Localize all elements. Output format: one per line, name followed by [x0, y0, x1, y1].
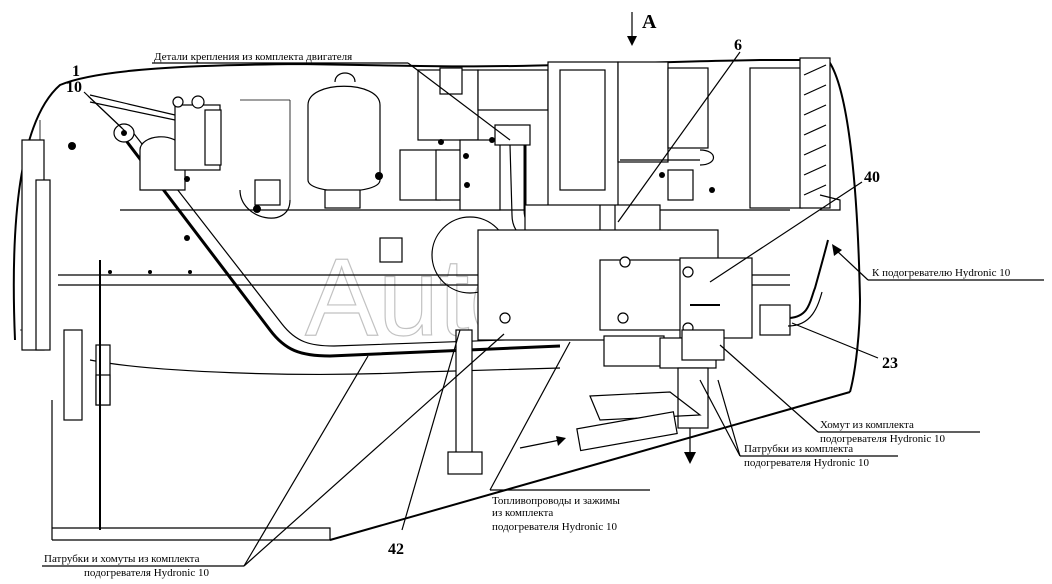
heater-unit	[431, 216, 829, 464]
engine-block	[417, 57, 841, 213]
clamp-label-line2: подогревателя Hydronic 10	[820, 433, 945, 445]
fuel-pump-group	[89, 94, 291, 219]
engine-mounts-label: Детали крепления из комплекта двигателя	[154, 51, 352, 63]
pipes-label-line2: подогревателя Hydronic 10	[744, 457, 869, 469]
intake-tube	[519, 391, 702, 452]
clamp-label-line1: Хомут из комплекта	[820, 419, 914, 431]
filter-canister	[240, 72, 383, 209]
leader-lines	[42, 12, 1044, 567]
diagonal-pipe	[113, 123, 561, 358]
fuel-label-line1: Топливопроводы и зажимы	[492, 495, 621, 507]
pedal	[447, 312, 511, 475]
callout-23: 23	[882, 355, 898, 372]
callout-1: 1	[72, 63, 80, 80]
callout-10: 10	[66, 79, 82, 96]
view-marker: A	[642, 11, 657, 33]
callout-40: 40	[864, 169, 880, 186]
left-bracket	[21, 139, 111, 530]
pipes-clamps-label-line2: подогревателя Hydronic 10	[84, 567, 209, 579]
pipes-label-line1: Патрубки из комплекта	[744, 443, 853, 455]
to-heater-label: К подогревателю Hydronic 10	[872, 267, 1011, 279]
fuel-label-line3: подогревателя Hydronic 10	[492, 521, 617, 533]
callout-42: 42	[388, 541, 404, 558]
fuel-label-line2: из комплекта	[492, 507, 553, 519]
pipes-clamps-label-line1: Патрубки и хомуты из комплекта	[44, 553, 200, 565]
callout-6: 6	[734, 37, 742, 54]
